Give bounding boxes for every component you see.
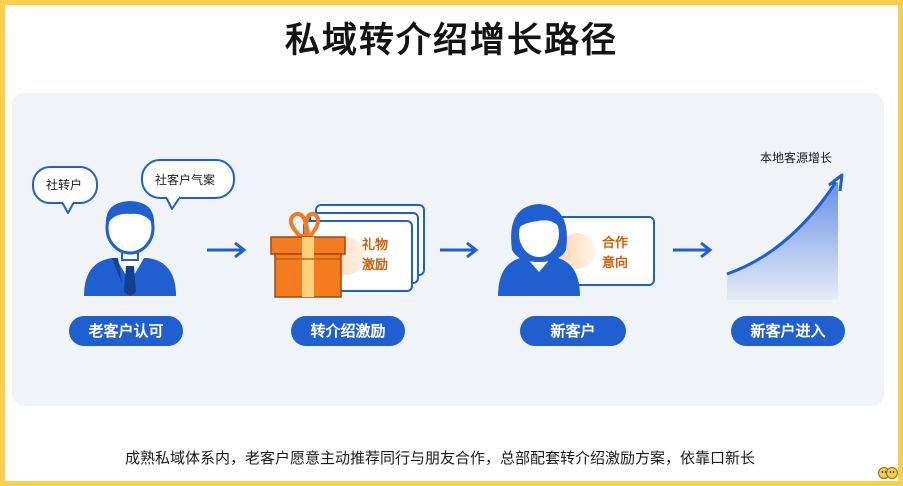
gift-icon (270, 211, 346, 298)
flow-arrow-3 (673, 241, 713, 259)
step-pill-new-customer: 新客户 (520, 316, 626, 346)
bubble-text-2: 社客户气案 (155, 173, 216, 187)
flow-arrow-2 (440, 241, 479, 259)
step-pill-old-customer: 老客户认可 (69, 316, 183, 346)
flow-arrow-1 (207, 241, 247, 259)
gift-card-line-1: 礼物 (362, 238, 389, 253)
intent-card-line-2: 意向 (602, 256, 629, 271)
step-pill-referral-incentive: 转介绍激励 (291, 316, 405, 346)
intent-card-line-1: 合作 (602, 236, 629, 251)
caption-text: 成熟私域体系内，老客户愿意主动推荐同行与朋友合作，总部配套转介绍激励方案，依靠口… (124, 449, 755, 467)
businessman-icon (84, 201, 176, 296)
growth-label: 本地客源增长 (760, 151, 833, 165)
step-pill-new-customer-entry: 新客户进入 (731, 316, 845, 346)
page-title: 私域转介绍增长路径 (284, 21, 618, 61)
bubble-text-1: 社转户 (46, 178, 83, 192)
woman-icon (498, 204, 580, 296)
growth-chart-icon (726, 173, 844, 300)
speech-bubble-2 (141, 159, 235, 210)
emoji-icon (878, 467, 898, 479)
gift-card-line-2: 激励 (362, 258, 389, 273)
speech-bubble-1 (32, 166, 98, 214)
